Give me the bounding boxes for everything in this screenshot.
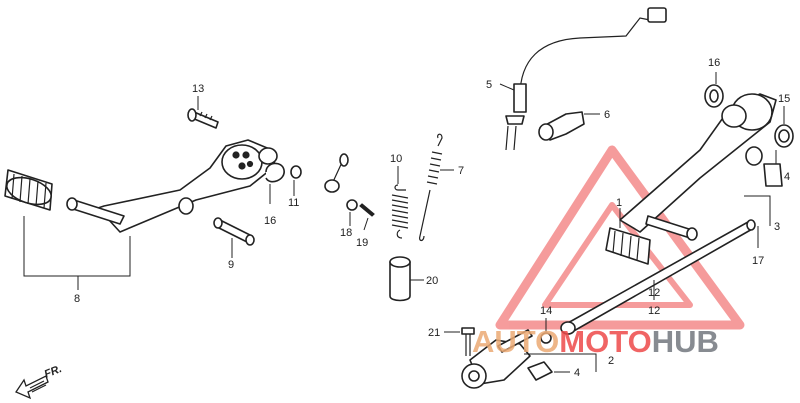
- watermark-logo: AUTOMOTOHUB: [472, 324, 719, 359]
- stop-switch-5: [505, 7, 667, 151]
- callout-1: 1: [616, 197, 622, 209]
- bolt-21: [461, 327, 475, 356]
- spring-10: [391, 184, 409, 239]
- shift-rubber: [605, 227, 651, 265]
- callout-3: 3: [774, 221, 780, 233]
- callout-9: 9: [228, 259, 234, 271]
- callout-7: 7: [458, 165, 464, 177]
- callout-19: 19: [356, 237, 368, 249]
- callout-20: 20: [426, 275, 438, 287]
- callout-labels: 13 8 9 16 11 18 19 10 7 20 5 6 16 15 1 4…: [74, 57, 790, 379]
- callout-10: 10: [390, 153, 402, 165]
- bolt-13: [187, 108, 219, 129]
- callout-4-upper: 4: [784, 171, 790, 183]
- callout-12-upper: 12: [648, 305, 660, 317]
- switch-rod: [324, 153, 375, 217]
- callout-18: 18: [340, 227, 352, 239]
- brake-pedal: [66, 139, 278, 233]
- callout-12-lower: 12: [648, 287, 660, 299]
- callout-15: 15: [778, 93, 790, 105]
- front-arrow-icon: [15, 375, 49, 400]
- callout-4-lower: 4: [574, 367, 580, 379]
- callout-21: 21: [428, 327, 440, 339]
- bracket-6: [538, 111, 585, 141]
- pin-9: [213, 217, 255, 246]
- leader-lines: [23, 72, 785, 373]
- collar-20: [389, 256, 411, 302]
- nut-4: [527, 361, 553, 381]
- front-label: FR.: [43, 363, 64, 381]
- callout-8: 8: [74, 293, 80, 305]
- callout-17: 17: [752, 255, 764, 267]
- callout-16-right: 16: [708, 57, 720, 69]
- watermark-text: AUTOMOTOHUB: [472, 324, 719, 359]
- callout-6: 6: [604, 109, 610, 121]
- shift-rod-12: [560, 219, 756, 335]
- shift-lever: [619, 93, 777, 241]
- callout-16-left: 16: [264, 215, 276, 227]
- front-direction-indicator: FR.: [15, 363, 64, 400]
- washers-15-16: [704, 84, 794, 187]
- callout-11: 11: [288, 197, 299, 209]
- callout-13: 13: [192, 83, 204, 95]
- shift-joint: [461, 329, 533, 389]
- pedal-rubber: [4, 169, 53, 211]
- callout-5: 5: [486, 79, 492, 91]
- clip-16: [265, 162, 302, 183]
- callout-14: 14: [540, 305, 552, 317]
- nut-14: [540, 332, 552, 344]
- callout-2: 2: [608, 355, 614, 367]
- spring-7: [419, 133, 443, 242]
